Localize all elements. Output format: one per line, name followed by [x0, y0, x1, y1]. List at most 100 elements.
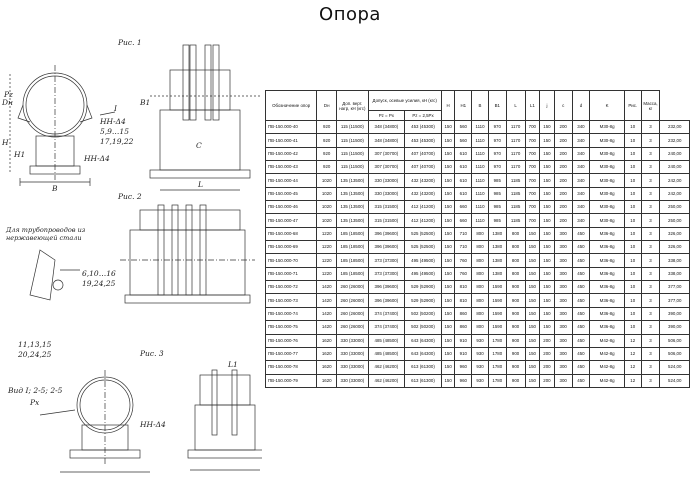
table-cell: 3 [640, 133, 661, 148]
table-cell: ПВ-150.000-69 [264, 240, 318, 255]
table-cell: 900 [505, 373, 526, 388]
header-b: B [471, 90, 489, 121]
table-cell: 10 [623, 146, 642, 162]
table-cell: 900 [505, 333, 526, 348]
table-cell: 930 [471, 360, 489, 375]
table-cell: 3 [640, 306, 661, 322]
table-cell: 150 [524, 226, 541, 242]
table-cell: 1620 [316, 346, 338, 362]
table-cell: M36-8g [589, 306, 625, 322]
table-cell: ПВ-150.000-44 [264, 173, 318, 188]
table-cell: 462 (46200) [367, 360, 406, 375]
table-cell: 450 [571, 333, 591, 348]
table-cell: 300 [553, 360, 573, 375]
table-cell: 1110 [471, 213, 489, 228]
table-cell: 150 [440, 293, 456, 308]
header-d: d [571, 90, 591, 121]
table-cell: 340 [571, 186, 591, 202]
table-cell: 1780 [487, 360, 507, 375]
table-cell: 1020 [316, 213, 338, 228]
table-cell: M30-8g [589, 173, 625, 188]
table-cell: 800 [471, 266, 489, 282]
table-cell: 800 [471, 226, 489, 242]
table-cell: 1590 [487, 280, 507, 295]
table-cell: 450 [571, 280, 591, 295]
table-cell: 150 [539, 320, 555, 335]
table-cell: 185 (18500) [336, 266, 369, 282]
spec-table: Обозначение опор Dн Доп. верт. нагр, кН … [264, 90, 690, 388]
table-cell: 529 (52900) [404, 280, 442, 295]
table-cell: 3 [640, 226, 661, 242]
table-cell: 710 [454, 226, 473, 242]
table-cell: 330 (33000) [336, 373, 369, 388]
table-cell: 200 [553, 213, 573, 228]
table-cell: 800 [471, 306, 489, 322]
table-cell: 407 (40700) [404, 146, 442, 162]
table-cell: ПВ-150.000-68 [264, 226, 318, 242]
table-cell: 860 [454, 306, 473, 322]
table-cell: 1110 [471, 119, 489, 135]
table-cell: 348 (34800) [367, 119, 406, 135]
table-cell: 150 [539, 173, 555, 188]
table-cell: 150 [524, 320, 541, 335]
table-cell: 315 (31500) [367, 213, 406, 228]
table-cell: 1220 [316, 226, 338, 242]
table-cell: 10 [623, 186, 642, 202]
table-cell: ПВ-150.000-70 [264, 253, 318, 268]
table-cell: 150 [539, 200, 555, 215]
table-cell: 453 (45300) [404, 133, 442, 148]
table-cell: 200 [553, 146, 573, 162]
table-cell: 250,00 [659, 200, 690, 215]
table-cell: 1620 [316, 373, 338, 388]
table-cell: 560 [454, 119, 473, 135]
table-cell: 1110 [471, 146, 489, 162]
table-cell: 432 (43200) [404, 186, 442, 202]
fig2-label: Рис. 2 [118, 192, 142, 201]
table-cell: 3 [640, 266, 661, 282]
table-cell: 860 [454, 320, 473, 335]
table-cell: 450 [571, 346, 591, 362]
table-cell: 700 [524, 213, 541, 228]
table-cell: 660 [454, 213, 473, 228]
table-cell: 1420 [316, 320, 338, 335]
table-cell: 340 [571, 119, 591, 135]
table-cell: 150 [440, 240, 456, 255]
table-cell: 970 [487, 119, 507, 135]
table-cell: 390,00 [659, 320, 690, 335]
table-cell: 150 [440, 173, 456, 188]
table-cell: 377,00 [659, 280, 690, 295]
table-cell: 1380 [487, 240, 507, 255]
table-cell: 985 [487, 186, 507, 202]
table-cell: 453 (45300) [404, 119, 442, 135]
header-allowed: Допуск, осевые усилия, кН (кгс) [367, 90, 442, 111]
table-cell: 432 (43200) [404, 173, 442, 188]
table-cell: ПВ-150.000-74 [264, 306, 318, 322]
table-cell: 260 (26000) [336, 280, 369, 295]
table-cell: 150 [440, 333, 456, 348]
table-cell: 150 [440, 160, 456, 175]
table-cell: 10 [623, 226, 642, 242]
table-cell: 560 [454, 133, 473, 148]
table-cell: 985 [487, 200, 507, 215]
table-cell: ПВ-150.000-47 [264, 213, 318, 228]
table-cell: 250,00 [659, 213, 690, 228]
table-cell: 3 [640, 213, 661, 228]
table-cell: 462 (46200) [367, 373, 406, 388]
table-cell: 920 [316, 119, 338, 135]
table-cell: 12 [623, 373, 642, 388]
table-cell: 330 (33000) [336, 346, 369, 362]
table-cell: 300 [553, 226, 573, 242]
table-cell: M36-8g [589, 226, 625, 242]
table-cell: 3 [640, 253, 661, 268]
weld-mark-4: HН-Δ4 [84, 154, 110, 163]
table-cell: 115 (11500) [336, 160, 369, 175]
table-cell: 115 (11500) [336, 133, 369, 148]
table-cell: 3 [640, 346, 661, 362]
